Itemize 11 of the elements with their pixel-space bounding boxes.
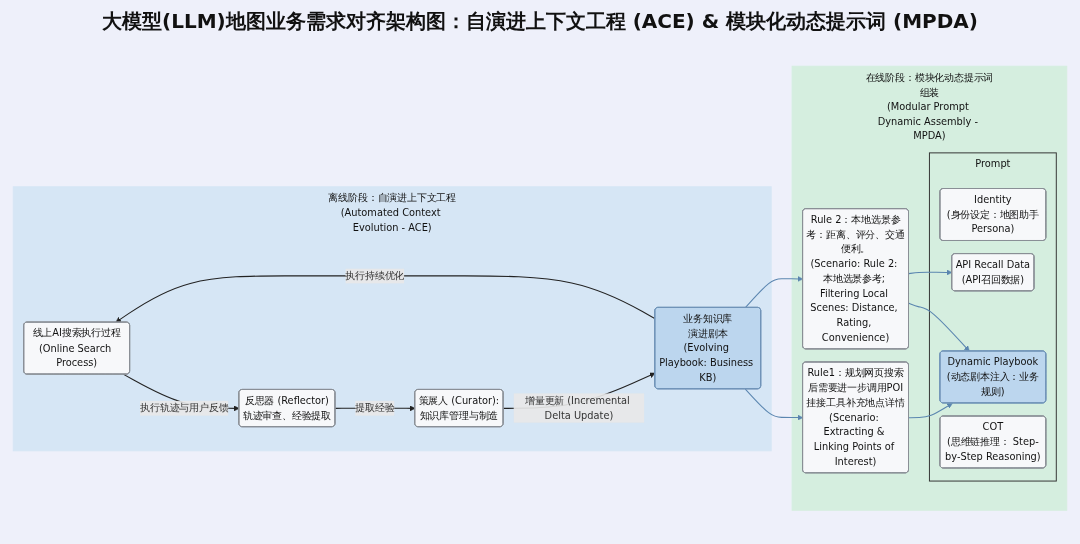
arrow — [908, 302, 970, 352]
diagram-title: 大模型(LLM)地图业务需求对齐架构图：自演进上下文工程 (ACE) & 模块化动态提示词 (MPDA) — [102, 8, 978, 35]
edge-label: 提取经验 — [355, 402, 395, 415]
edge-label: 执行轨迹与用户反馈 — [140, 402, 229, 415]
arrow — [908, 403, 953, 419]
arrow — [744, 276, 804, 309]
edge-label: 增量更新 (Incremental Delta Update) — [524, 394, 630, 422]
arrow — [115, 275, 656, 323]
edge-label: 执行持续优化 — [345, 270, 405, 282]
arrow — [908, 269, 953, 276]
arrow — [744, 388, 804, 421]
